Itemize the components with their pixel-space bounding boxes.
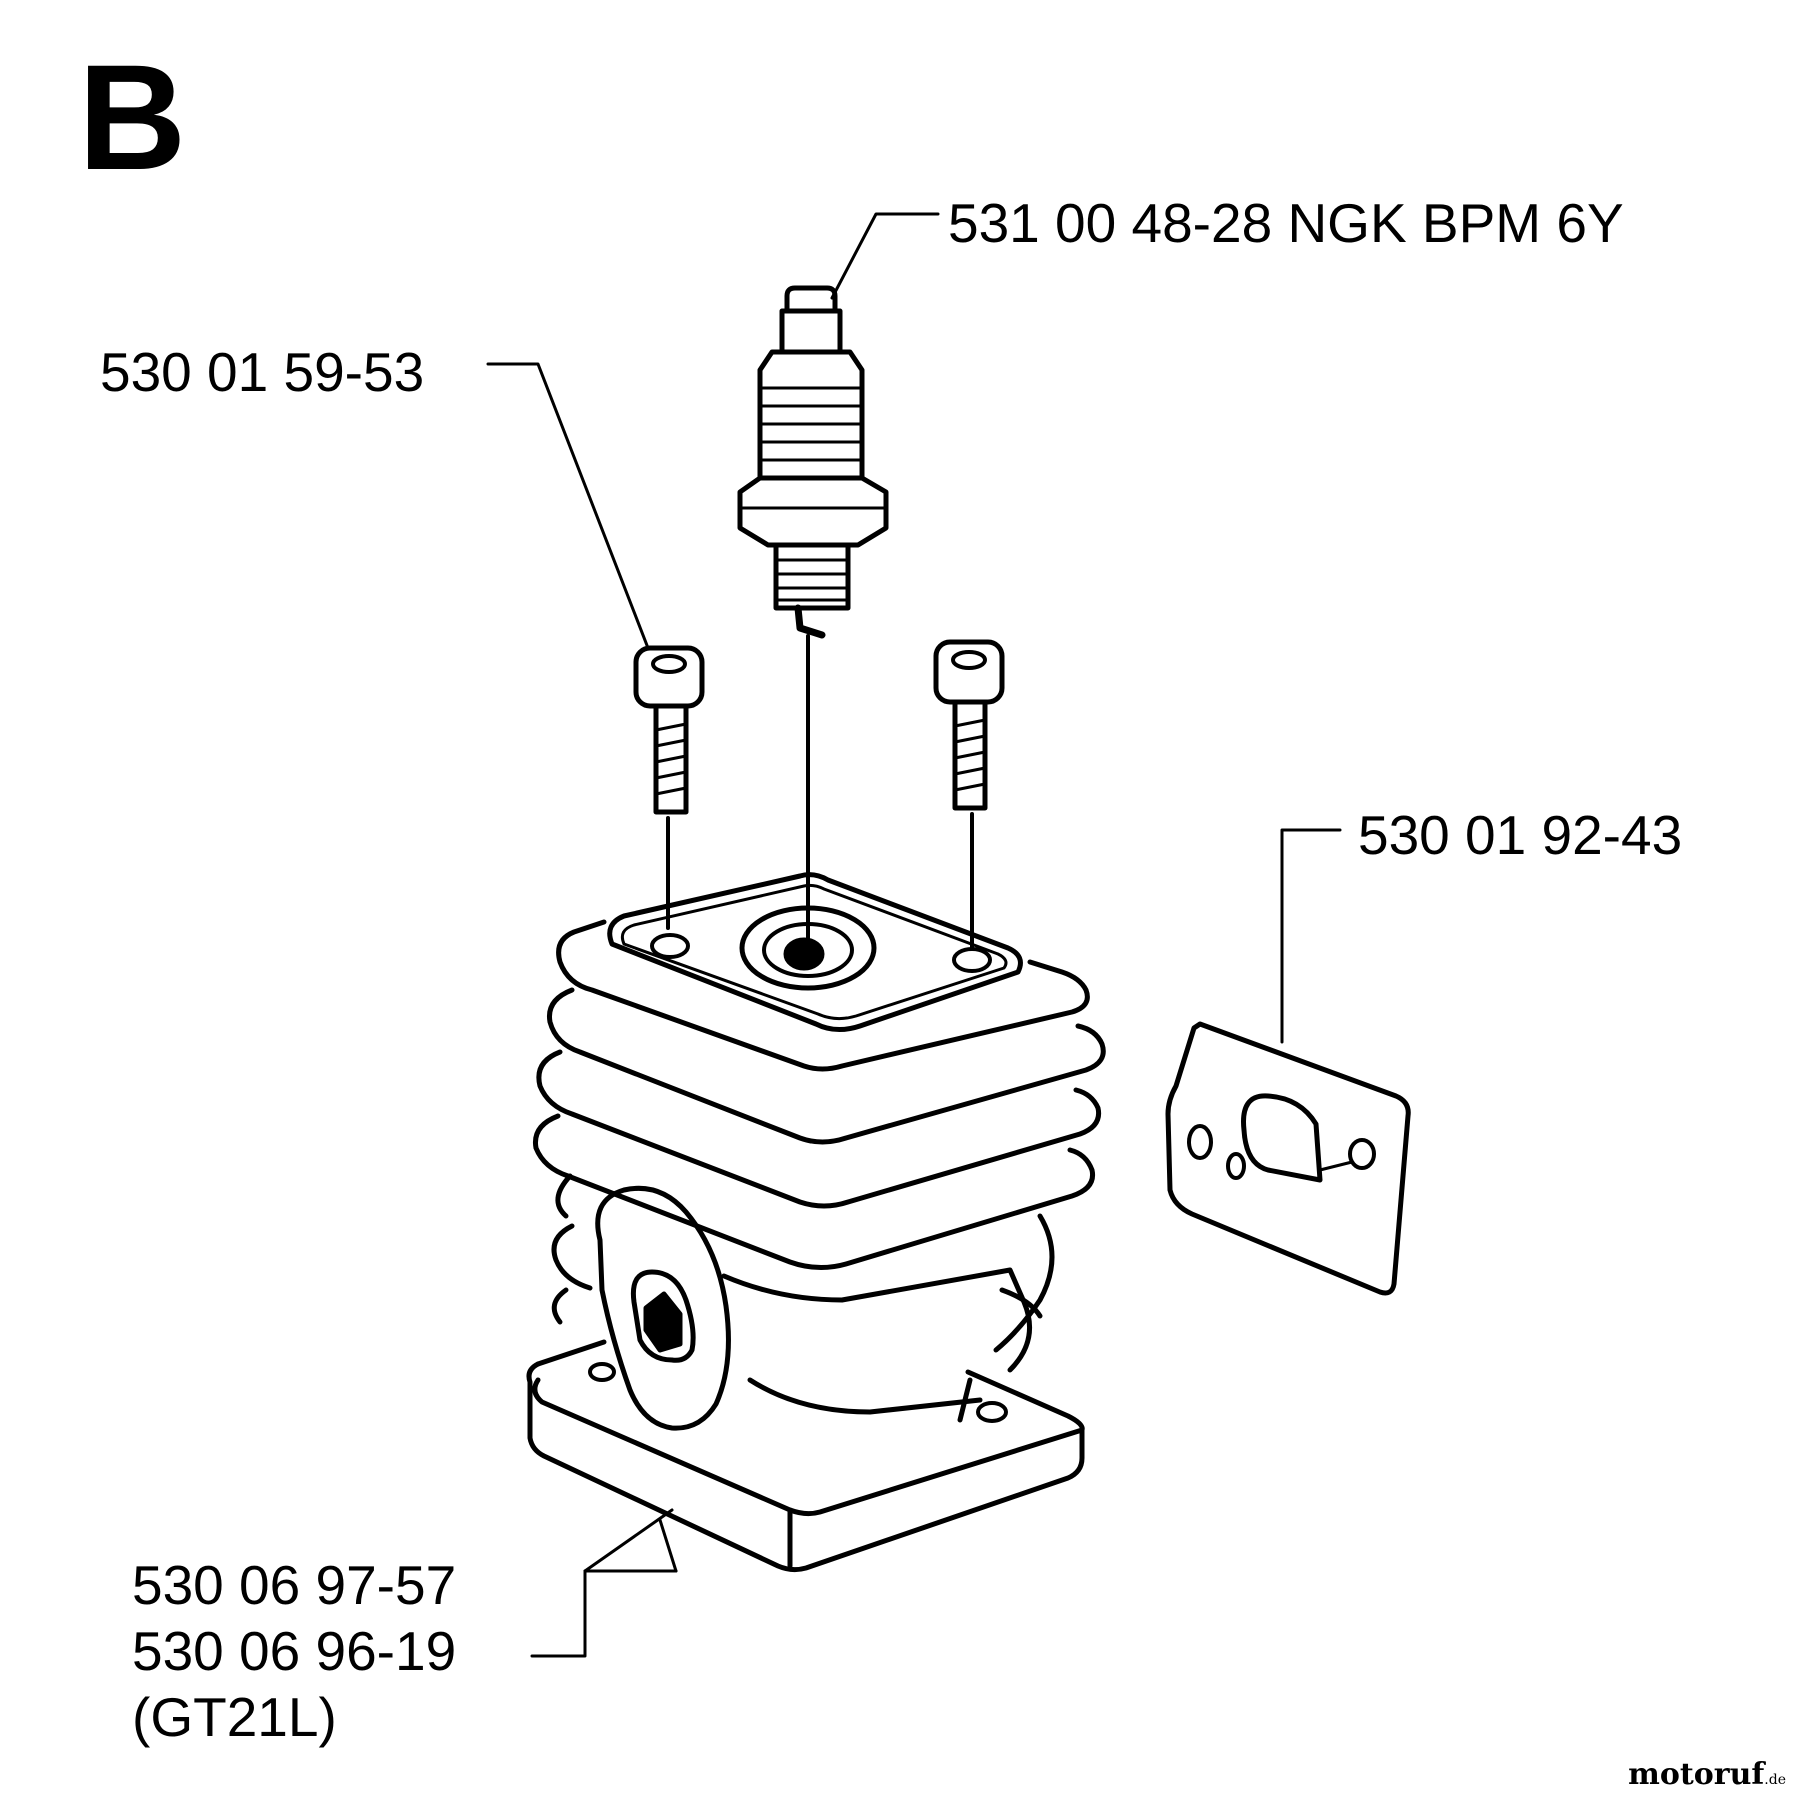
- watermark-brand: motoruf: [1628, 1757, 1765, 1792]
- cylinder-part-number-1: 530 06 97-57: [132, 1554, 457, 1616]
- watermark-suffix: .de: [1764, 1772, 1786, 1788]
- watermark-logo: motoruf.de: [1628, 1757, 1786, 1792]
- gasket: [1165, 1021, 1411, 1296]
- leader-lines: [486, 212, 1342, 1658]
- screw-left: [633, 645, 705, 930]
- spark-plug: [737, 285, 889, 942]
- gasket-part-number: 530 01 92-43: [1358, 804, 1683, 866]
- spark-plug-part-number: 531 00 48-28 NGK BPM 6Y: [948, 192, 1624, 254]
- cylinder-variant-label: (GT21L): [132, 1686, 337, 1748]
- screw-part-number: 530 01 59-53: [100, 341, 425, 403]
- section-letter: B: [78, 33, 187, 201]
- cylinder-part-number-2: 530 06 96-19: [132, 1620, 457, 1682]
- cylinder: [526, 872, 1106, 1573]
- screw-right: [933, 639, 1005, 950]
